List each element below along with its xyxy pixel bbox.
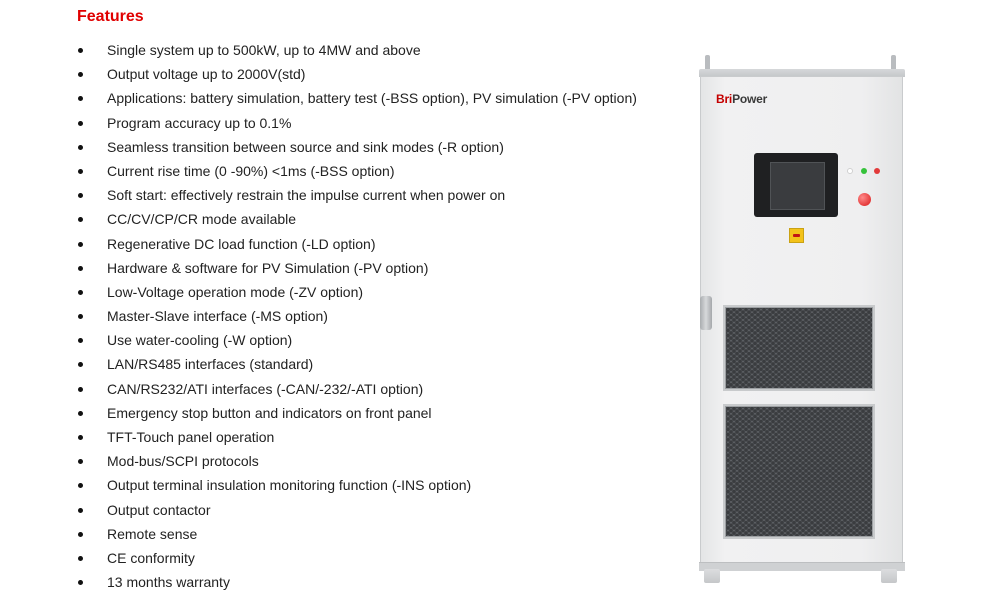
touch-screen bbox=[770, 162, 825, 210]
section-heading: Features bbox=[77, 8, 144, 25]
main-power-switch bbox=[789, 228, 804, 243]
feature-item: CC/CV/CP/CR mode available bbox=[74, 208, 637, 232]
feature-item: Seamless transition between source and s… bbox=[74, 136, 637, 160]
feature-text: Applications: battery simulation, batter… bbox=[107, 90, 637, 107]
feature-item: Hardware & software for PV Simulation (-… bbox=[74, 257, 637, 281]
feature-item: 13 months warranty bbox=[74, 571, 637, 595]
feature-item: Master-Slave interface (-MS option) bbox=[74, 305, 637, 329]
feature-text: LAN/RS485 interfaces (standard) bbox=[107, 356, 314, 373]
feature-text: Remote sense bbox=[107, 525, 198, 542]
feature-text: Emergency stop button and indicators on … bbox=[107, 404, 432, 421]
feature-item: Output terminal insulation monitoring fu… bbox=[74, 474, 637, 498]
bullet-icon bbox=[78, 555, 83, 561]
bullet-icon bbox=[78, 507, 83, 513]
feature-item: Mod-bus/SCPI protocols bbox=[74, 450, 637, 474]
feature-text: Soft start: effectively restrain the imp… bbox=[107, 187, 506, 204]
bullet-icon bbox=[78, 265, 83, 271]
bullet-icon bbox=[78, 314, 83, 320]
feature-text: Output voltage up to 2000V(std) bbox=[107, 66, 306, 83]
bullet-icon bbox=[78, 96, 83, 102]
feature-item: Regenerative DC load function (-LD optio… bbox=[74, 233, 637, 257]
feature-item: Low-Voltage operation mode (-ZV option) bbox=[74, 281, 637, 305]
feature-text: Hardware & software for PV Simulation (-… bbox=[107, 259, 429, 276]
bullet-icon bbox=[78, 580, 83, 586]
indicator-lamp-red bbox=[874, 168, 880, 174]
feature-text: Seamless transition between source and s… bbox=[107, 138, 504, 155]
feature-text: Regenerative DC load function (-LD optio… bbox=[107, 235, 376, 252]
feature-text: Use water-cooling (-W option) bbox=[107, 332, 293, 349]
bullet-icon bbox=[78, 168, 83, 174]
feature-text: 13 months warranty bbox=[107, 574, 230, 591]
cabinet-top bbox=[699, 69, 905, 77]
feature-item: Use water-cooling (-W option) bbox=[74, 329, 637, 353]
feature-item: CE conformity bbox=[74, 547, 637, 571]
bullet-icon bbox=[78, 459, 83, 465]
power-cabinet-image: BriPower bbox=[697, 55, 907, 595]
lift-ring-right bbox=[891, 55, 896, 73]
feature-item: Output voltage up to 2000V(std) bbox=[74, 63, 637, 87]
feature-text: Mod-bus/SCPI protocols bbox=[107, 453, 259, 470]
brand-logo-prefix: Bri bbox=[716, 92, 733, 106]
feature-item: Applications: battery simulation, batter… bbox=[74, 87, 637, 111]
bullet-icon bbox=[78, 217, 83, 223]
feature-text: Low-Voltage operation mode (-ZV option) bbox=[107, 283, 364, 300]
feature-item: Soft start: effectively restrain the imp… bbox=[74, 184, 637, 208]
indicator-lamp-white bbox=[847, 168, 853, 174]
ventilation-grille-lower bbox=[723, 404, 875, 539]
feature-item: Single system up to 500kW, up to 4MW and… bbox=[74, 39, 637, 63]
bullet-icon bbox=[78, 362, 83, 368]
feature-item: Program accuracy up to 0.1% bbox=[74, 112, 637, 136]
feature-text: CE conformity bbox=[107, 549, 195, 566]
emergency-stop-button bbox=[858, 193, 871, 206]
brand-logo-suffix: Power bbox=[732, 92, 768, 106]
feature-text: TFT-Touch panel operation bbox=[107, 429, 275, 445]
feature-item: Current rise time (0 -90%) <1ms (-BSS op… bbox=[74, 160, 637, 184]
feature-text: Current rise time (0 -90%) <1ms (-BSS op… bbox=[107, 162, 395, 179]
feature-item: Emergency stop button and indicators on … bbox=[74, 402, 637, 426]
feature-item: TFT-Touch panel operation bbox=[74, 426, 637, 450]
feature-text: Output contactor bbox=[107, 501, 211, 518]
feature-text: Master-Slave interface (-MS option) bbox=[107, 308, 328, 325]
feature-text: CC/CV/CP/CR mode available bbox=[107, 211, 297, 228]
bullet-icon bbox=[78, 241, 83, 247]
bullet-icon bbox=[78, 120, 83, 126]
bullet-icon bbox=[78, 289, 83, 295]
bullet-icon bbox=[78, 72, 83, 78]
feature-text: Output terminal insulation monitoring fu… bbox=[107, 477, 472, 494]
feature-item: LAN/RS485 interfaces (standard) bbox=[74, 353, 637, 377]
feature-list: Single system up to 500kW, up to 4MW and… bbox=[74, 39, 637, 595]
bullet-icon bbox=[78, 338, 83, 344]
feature-item: Output contactor bbox=[74, 499, 637, 523]
feature-text: Single system up to 500kW, up to 4MW and… bbox=[107, 42, 421, 58]
bullet-icon bbox=[78, 48, 83, 53]
cabinet-foot-right bbox=[881, 569, 897, 583]
feature-item: Remote sense bbox=[74, 523, 637, 547]
feature-text: CAN/RS232/ATI interfaces (-CAN/-232/-ATI… bbox=[107, 380, 424, 397]
cabinet-foot-left bbox=[704, 569, 720, 583]
brand-logo: BriPower bbox=[716, 92, 767, 106]
bullet-icon bbox=[78, 193, 83, 199]
bullet-icon bbox=[78, 144, 83, 150]
bullet-icon bbox=[78, 435, 83, 440]
bullet-icon bbox=[78, 410, 83, 416]
door-handle bbox=[700, 296, 712, 330]
main-power-switch-knob bbox=[793, 234, 800, 237]
feature-item: CAN/RS232/ATI interfaces (-CAN/-232/-ATI… bbox=[74, 378, 637, 402]
bullet-icon bbox=[78, 531, 83, 537]
indicator-lamp-green bbox=[861, 168, 867, 174]
cabinet-base bbox=[699, 562, 905, 571]
bullet-icon bbox=[78, 483, 83, 489]
lift-ring-left bbox=[705, 55, 710, 73]
feature-text: Program accuracy up to 0.1% bbox=[107, 114, 292, 131]
bullet-icon bbox=[78, 386, 83, 392]
ventilation-grille-upper bbox=[723, 305, 875, 391]
